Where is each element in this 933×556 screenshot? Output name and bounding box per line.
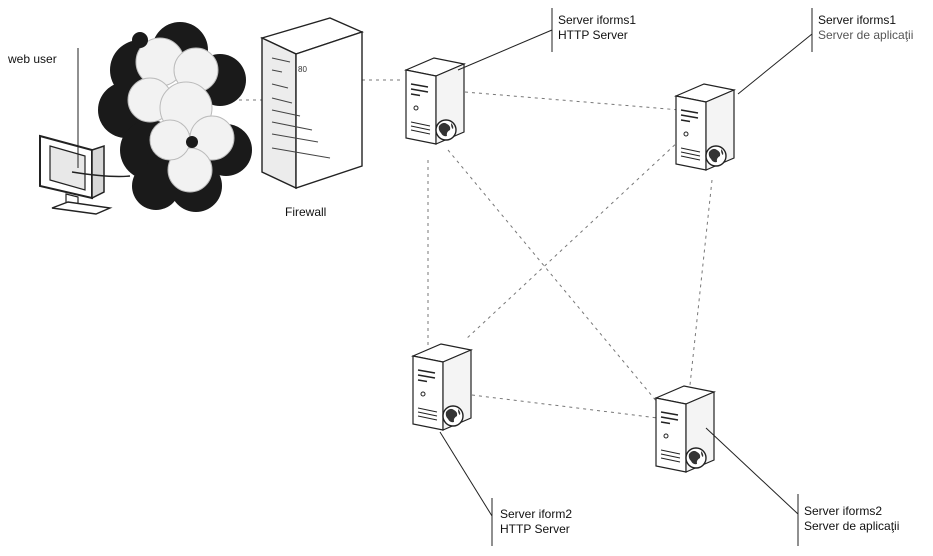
network-links bbox=[232, 79, 713, 421]
app-server-2-role: Server de aplicaţii bbox=[804, 519, 900, 533]
link-app1-app2 bbox=[689, 179, 713, 386]
http-server-1-name: Server iforms1 bbox=[558, 13, 637, 27]
link-app1-http2 bbox=[464, 139, 681, 341]
server-icon bbox=[405, 57, 465, 145]
app-server-1-role: Server de aplicaţii bbox=[818, 28, 914, 42]
monitor-icon bbox=[39, 134, 113, 215]
http-server-2-role: HTTP Server bbox=[500, 522, 570, 536]
http-server-2-name: Server iform2 bbox=[500, 507, 573, 521]
link-http1-app1 bbox=[464, 91, 681, 111]
http-server-2-label: Server iform2 HTTP Server bbox=[500, 507, 572, 537]
firewall-icon bbox=[260, 17, 364, 190]
app-server-1-label: Server iforms1 Server de aplicaţii bbox=[818, 13, 913, 43]
callout-lines bbox=[77, 8, 813, 546]
app-server-2-label: Server iforms2 Server de aplicaţii bbox=[804, 504, 899, 534]
app-server-2-name: Server iforms2 bbox=[804, 504, 883, 518]
link-http2-app2 bbox=[471, 394, 659, 419]
server-icon bbox=[655, 385, 715, 473]
user-connection bbox=[71, 171, 131, 178]
firewall-port-label: 80 bbox=[298, 65, 307, 74]
firewall-label: Firewall bbox=[285, 205, 326, 219]
internet-cloud-icon bbox=[98, 22, 252, 212]
server-icon bbox=[412, 343, 472, 431]
app-server-1-name: Server iforms1 bbox=[818, 13, 897, 27]
link-http1-app2 bbox=[447, 149, 673, 421]
http-server-1-role: HTTP Server bbox=[558, 28, 628, 42]
http-server-1-label: Server iforms1 HTTP Server bbox=[558, 13, 636, 43]
server-icon bbox=[675, 83, 735, 171]
web-user-label: web user bbox=[8, 52, 57, 66]
